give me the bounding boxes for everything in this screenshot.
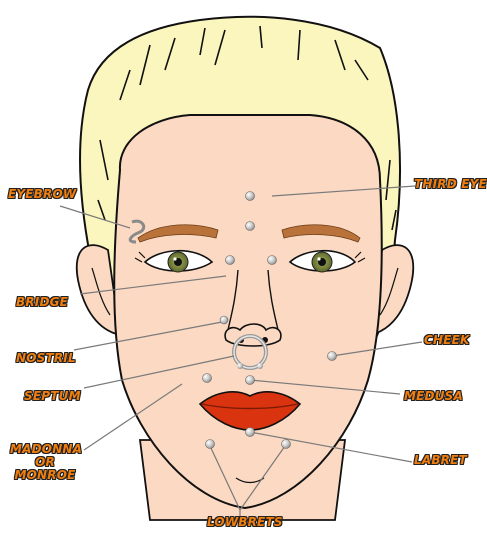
lowbret-stud-right <box>282 440 291 449</box>
third-eye-stud-top <box>246 192 255 201</box>
label-septum: SEPTUM <box>24 390 81 403</box>
labret-stud <box>246 428 255 437</box>
lowbret-stud-left <box>206 440 215 449</box>
cheek-stud <box>328 352 337 361</box>
madonna-stud <box>203 374 212 383</box>
label-lowbrets: LOWBRETS <box>207 516 283 529</box>
bridge-stud-left <box>226 256 235 265</box>
label-eyebrow: EYEBROW <box>8 188 76 201</box>
label-third-eye: THIRD EYE <box>414 178 487 191</box>
third-eye-stud-bottom <box>246 222 255 231</box>
label-madonna-or-monroe: MADONNA OR MONROE <box>10 443 80 482</box>
label-madonna-line3: MONROE <box>10 469 80 482</box>
bridge-stud-right <box>268 256 277 265</box>
label-medusa: MEDUSA <box>404 390 463 403</box>
label-nostril: NOSTRIL <box>16 352 76 365</box>
nostril-stud <box>220 316 228 324</box>
medusa-stud <box>246 376 255 385</box>
label-labret: LABRET <box>414 454 467 467</box>
label-cheek: CHEEK <box>424 334 470 347</box>
label-bridge: BRIDGE <box>16 296 68 309</box>
